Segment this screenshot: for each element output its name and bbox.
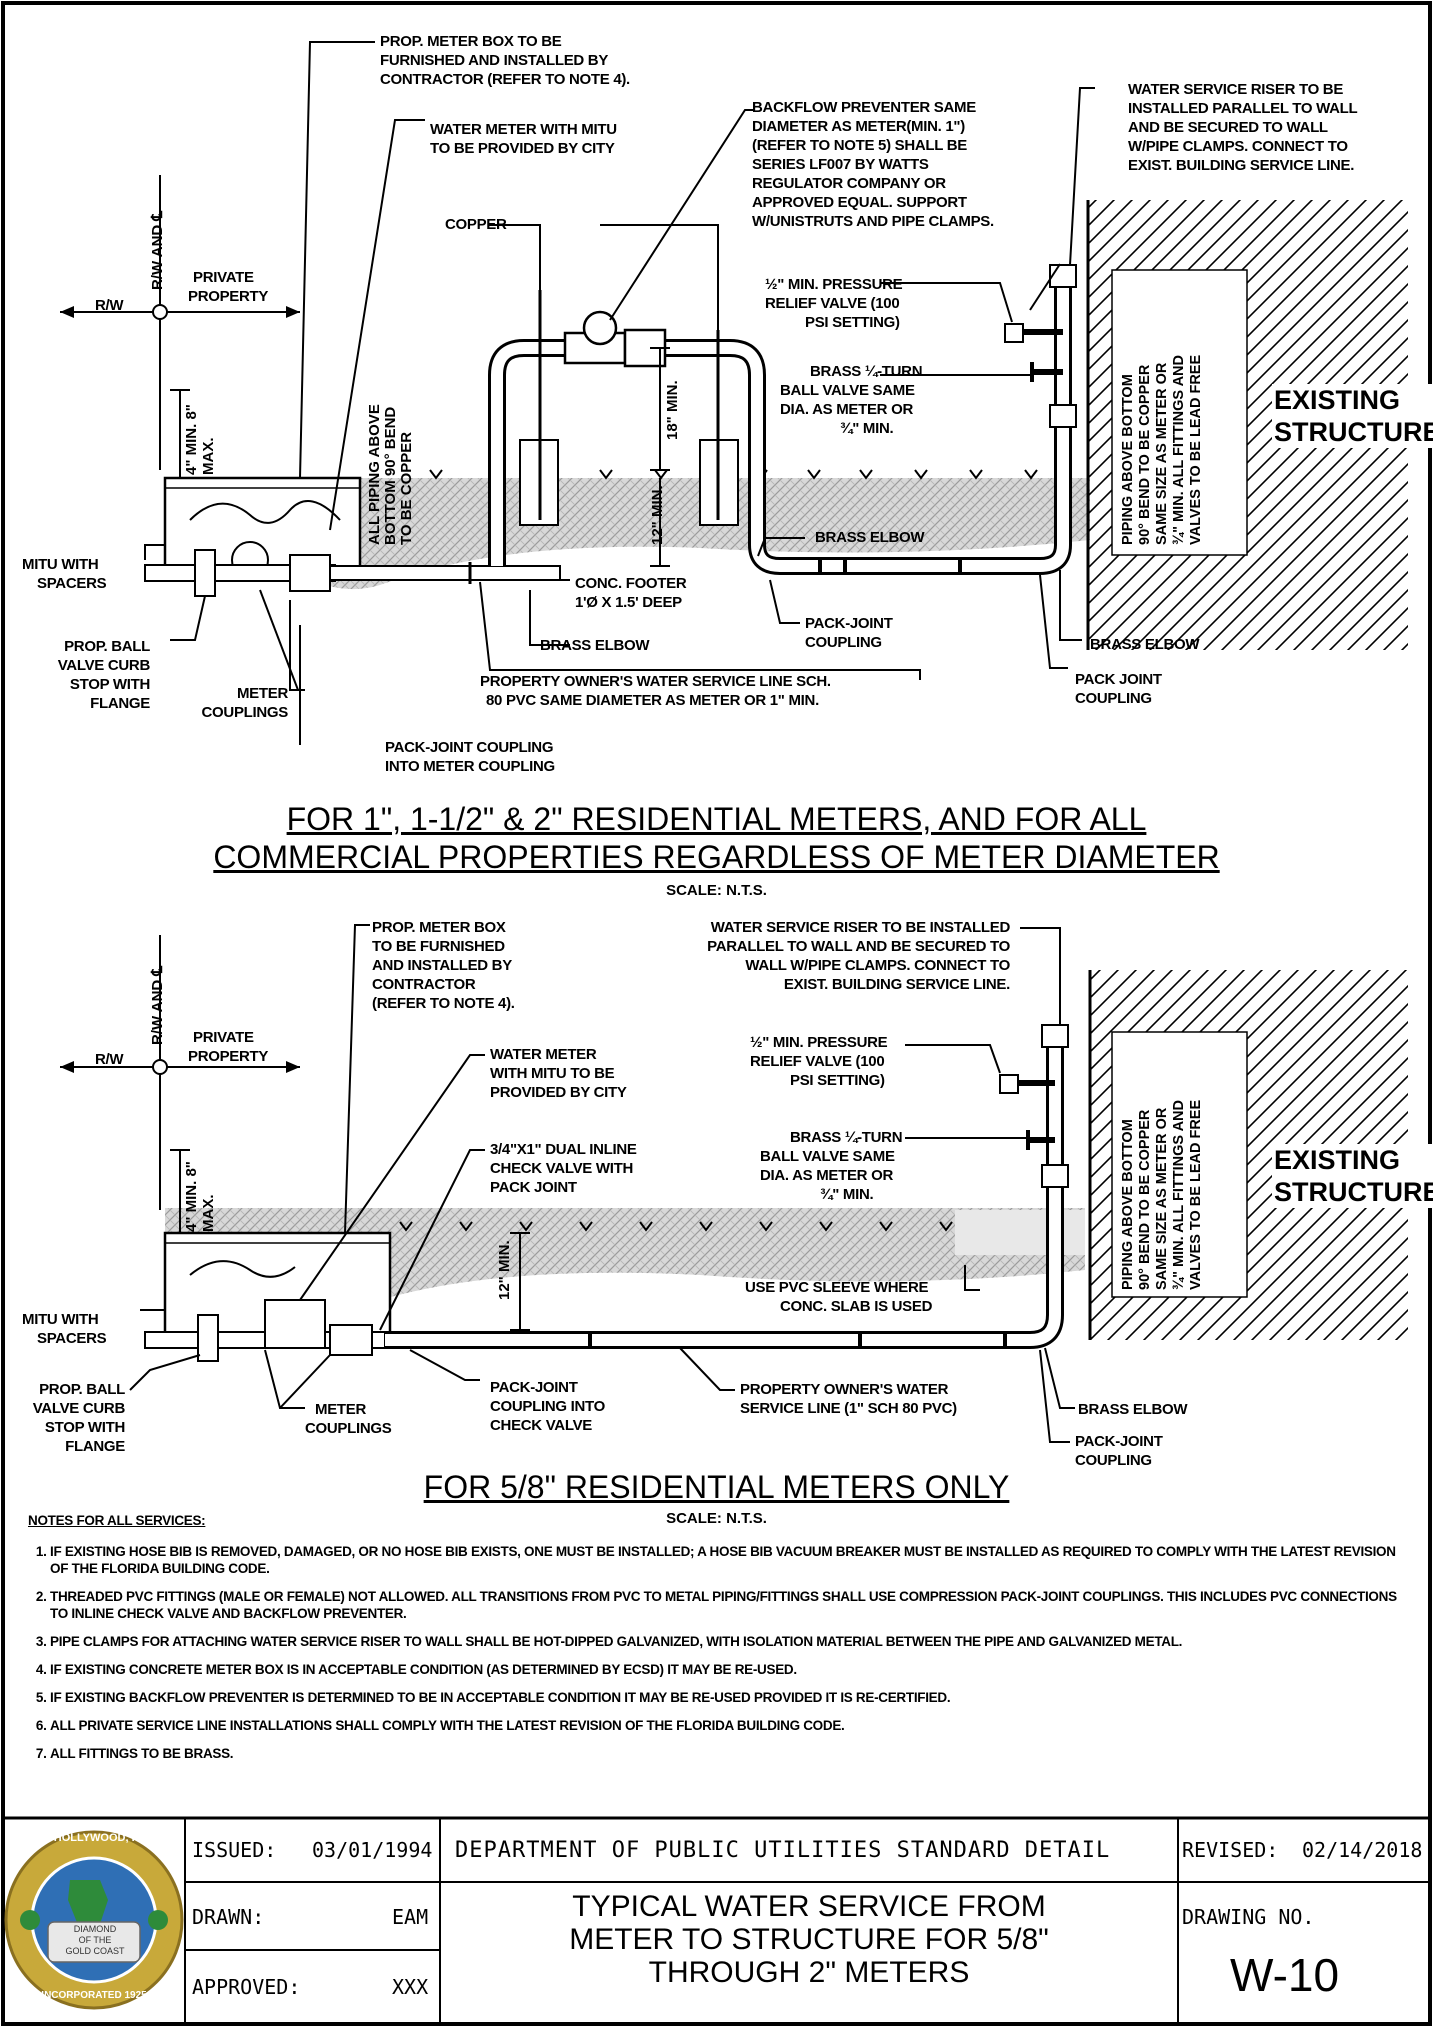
backflow-preventer (563, 310, 667, 368)
top-rw-cl-label: R/W AND ℄ (149, 210, 166, 290)
top-copper-label: COPPER (445, 216, 507, 233)
top-brass-elbow-low-label: BRASS ELBOW (540, 637, 650, 654)
bottom-grade-marks (399, 1221, 953, 1232)
note-item: THREADED PVC FITTINGS (MALE OR FEMALE) N… (50, 1588, 1408, 1622)
bottom-soil (165, 1208, 1085, 1305)
bottom-rw-label: R/W (95, 1051, 124, 1068)
top-brass-elbow-right-label: BRASS ELBOW (815, 529, 925, 546)
top-diagram (60, 41, 1408, 745)
title-block (3, 1816, 1430, 2024)
top-brass-elbow-far-label: BRASS ELBOW (1090, 636, 1200, 653)
note-item: IF EXISTING HOSE BIB IS REMOVED, DAMAGED… (50, 1543, 1408, 1577)
bottom-depth-label: 4" MIN. 8" MAX. (183, 1161, 217, 1232)
notes-section: NOTES FOR ALL SERVICES: IF EXISTING HOSE… (28, 1512, 1408, 1773)
revised-date: 02/14/2018 (1302, 1838, 1423, 1862)
revised-label: REVISED: (1182, 1838, 1279, 1862)
seal-bottom-text: INCORPORATED 1925 (41, 1990, 147, 2001)
top-min18-label: 18" MIN. (664, 380, 681, 440)
notes-list: IF EXISTING HOSE BIB IS REMOVED, DAMAGED… (28, 1543, 1408, 1762)
top-min12-label: 12" MIN. (649, 485, 666, 545)
note-item: IF EXISTING BACKFLOW PREVENTER IS DETERM… (50, 1689, 1408, 1706)
drawing-no-label: DRAWING NO. (1182, 1905, 1315, 1929)
approved-label: APPROVED: (192, 1975, 301, 1999)
drawn-label: DRAWN: (192, 1905, 265, 1929)
top-owner-line-label: PROPERTY OWNER'S WATER SERVICE LINE SCH.… (480, 673, 831, 709)
seal-outer-text: CITY OF HOLLYWOOD, FLORIDA (7, 1832, 181, 1844)
note-item: ALL FITTINGS TO BE BRASS. (50, 1745, 1408, 1762)
issued-date: 03/01/1994 (312, 1838, 433, 1862)
department-label: DEPARTMENT OF PUBLIC UTILITIES STANDARD … (455, 1838, 1111, 1863)
top-scale: SCALE: N.T.S. (666, 882, 767, 899)
top-soil (165, 478, 1090, 590)
top-heading: FOR 1", 1-1/2" & 2" RESIDENTIAL METERS, … (213, 801, 1220, 875)
bottom-brass-elbow-label: BRASS ELBOW (1078, 1401, 1188, 1418)
note-item: ALL PRIVATE SERVICE LINE INSTALLATIONS S… (50, 1717, 1408, 1734)
bottom-heading: FOR 5/8" RESIDENTIAL METERS ONLY (423, 1469, 1010, 1505)
top-depth-label: 4" MIN. 8" MAX. (183, 404, 217, 475)
note-item: IF EXISTING CONCRETE METER BOX IS IN ACC… (50, 1661, 1408, 1678)
bottom-rw-cl-label: R/W AND ℄ (149, 965, 166, 1045)
bottom-leaders (129, 924, 1075, 1443)
top-leaders (144, 41, 1095, 745)
city-seal (4, 1830, 184, 2010)
issued-label: ISSUED: (192, 1838, 277, 1862)
note-item: PIPE CLAMPS FOR ATTACHING WATER SERVICE … (50, 1633, 1408, 1650)
bottom-min12-label: 12" MIN. (496, 1240, 513, 1300)
bottom-scale: SCALE: N.T.S. (666, 1510, 767, 1527)
approved-value: XXX (392, 1975, 429, 1999)
drawing-number: W-10 (1230, 1949, 1340, 2001)
top-rw-label: R/W (95, 297, 124, 314)
bottom-diagram (60, 924, 1408, 1443)
notes-title: NOTES FOR ALL SERVICES: (28, 1513, 206, 1528)
drawn-value: EAM (392, 1905, 429, 1929)
